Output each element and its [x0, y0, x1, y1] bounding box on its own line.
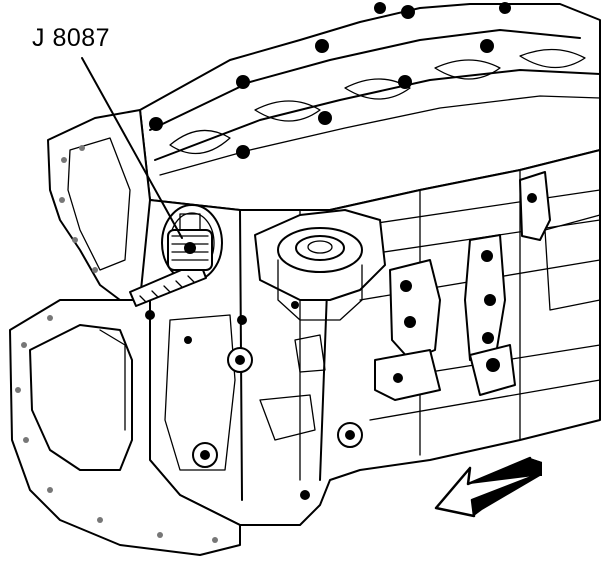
direction-arrow-icon [434, 456, 542, 518]
bell-housing-flange [9, 299, 241, 556]
lower-block-details [145, 301, 363, 500]
front-flange [47, 109, 161, 301]
oil-filter-adapter [254, 209, 386, 321]
cylinder-head [139, 3, 601, 211]
cylinder-bore-gauge-tool [129, 213, 213, 307]
tool-label: J 8087 [32, 24, 111, 52]
camshaft-bolts [149, 2, 511, 159]
tool-leader-line [81, 57, 183, 239]
side-bosses [374, 171, 601, 401]
